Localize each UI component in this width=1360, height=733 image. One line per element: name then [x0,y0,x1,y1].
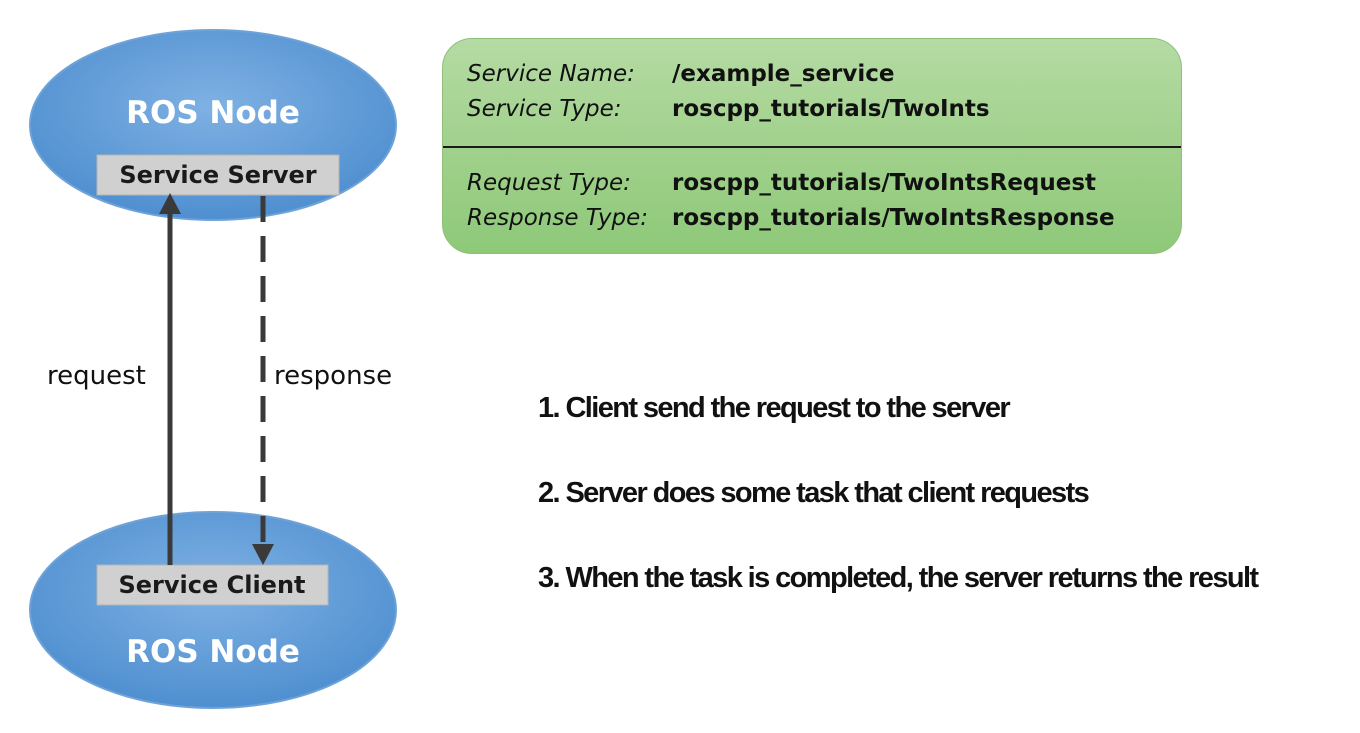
service-server-box [96,154,340,196]
response-type-row: Response Type: roscpp_tutorials/TwoIntsRe… [467,204,1115,232]
server-node-title: ROS Node [126,95,300,131]
service-type-key: Service Type: [467,96,622,122]
service-type-value: roscpp_tutorials/TwoInts [672,96,990,122]
step-1: 1. Client send the request to the server [538,392,1011,424]
service-info-panel: Service Name: /example_service Service Ty… [442,38,1182,254]
service-client-box [96,564,329,606]
service-client-label: Service Client [118,571,305,599]
request-type-value: roscpp_tutorials/TwoIntsRequest [672,170,1097,196]
server-node: ROS Node Service Server [29,29,397,221]
request-type-row: Request Type: roscpp_tutorials/TwoIntsReq… [467,169,1096,197]
service-type-row: Service Type: roscpp_tutorials/TwoInts [467,95,990,123]
request-arrow [159,193,181,565]
step-3: 3. When the task is completed, the serve… [538,562,1259,594]
client-node-ellipse [29,511,397,709]
client-node-title: ROS Node [126,634,300,670]
response-label: response [274,361,392,391]
request-type-key: Request Type: [467,170,631,196]
info-divider [443,146,1181,148]
response-type-key: Response Type: [467,205,648,231]
service-name-row: Service Name: /example_service [467,60,895,88]
service-name-key: Service Name: [467,61,635,87]
response-arrow [252,196,274,565]
response-type-value: roscpp_tutorials/TwoIntsResponse [672,205,1115,231]
service-server-label: Service Server [119,161,316,189]
request-label: request [47,361,146,391]
service-name-value: /example_service [672,61,895,87]
step-2: 2. Server does some task that client req… [538,477,1090,509]
client-node: Service Client ROS Node [29,511,397,709]
